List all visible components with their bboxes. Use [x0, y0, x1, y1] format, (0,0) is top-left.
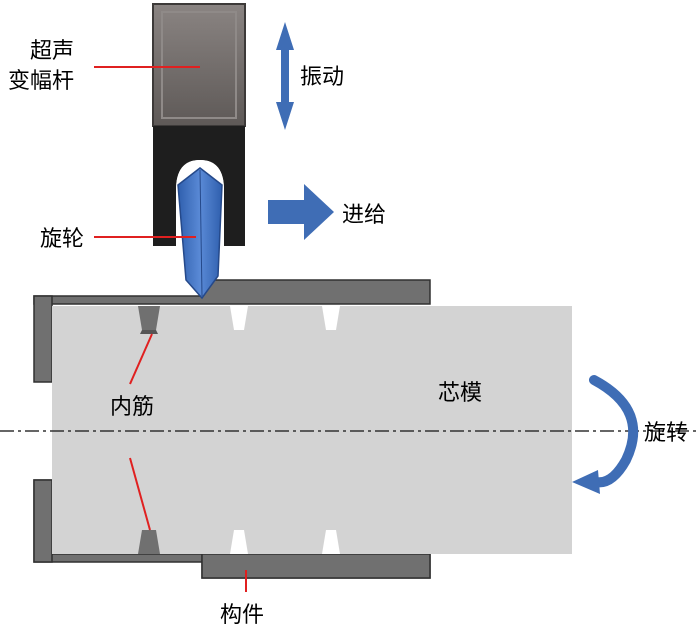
spinning-roller	[177, 167, 223, 300]
label-mandrel: 芯模	[438, 381, 482, 406]
vibration-icon	[276, 22, 294, 130]
label-horn-line1: 超声	[30, 39, 74, 64]
label-rotation: 旋转	[644, 421, 688, 446]
feed-arrow-icon	[268, 184, 334, 240]
component-left-wall-bottom	[33, 479, 53, 563]
label-vibration: 振动	[300, 65, 344, 90]
component-base-bottom	[201, 553, 431, 579]
rib-grooves-bottom	[138, 530, 340, 554]
roller-edge	[199, 169, 203, 297]
rib-grooves-top	[138, 306, 340, 334]
label-component: 构件	[220, 603, 264, 628]
label-roller: 旋轮	[40, 227, 84, 252]
label-feed: 进给	[342, 203, 386, 228]
ultrasonic-horn	[152, 3, 246, 127]
leader-lines	[94, 66, 247, 592]
label-horn-line2: 变幅杆	[8, 69, 74, 94]
label-inner-rib: 内筋	[110, 395, 154, 420]
component-left-wall-top	[33, 295, 53, 383]
component-shell	[33, 279, 431, 305]
rotation-icon	[572, 375, 639, 494]
mandrel-body	[52, 306, 572, 554]
